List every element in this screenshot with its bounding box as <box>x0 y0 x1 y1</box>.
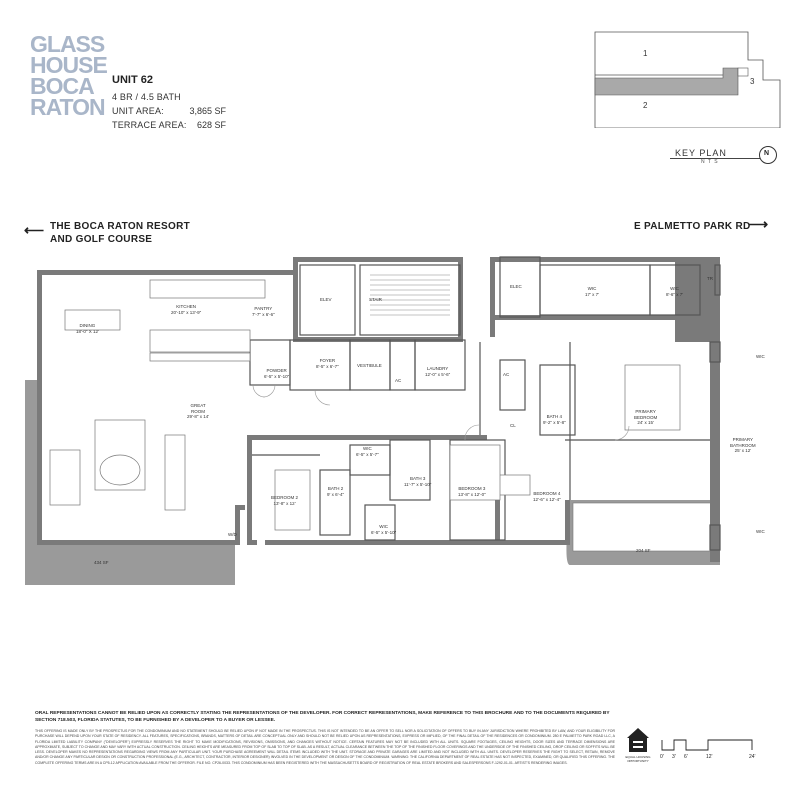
terrace-right-inner <box>572 502 712 552</box>
unit-area-label: UNIT AREA: <box>112 106 164 116</box>
key-plan-unit-2: 2 <box>643 101 648 110</box>
key-plan-rule <box>670 158 760 159</box>
beds-baths: 4 BR / 4.5 BATH <box>112 92 181 102</box>
logo-line: RATON <box>30 94 106 120</box>
direction-left-line2: AND GOLF COURSE <box>50 234 153 245</box>
interior-walls <box>249 256 721 551</box>
compass-letter: N <box>764 150 770 157</box>
scale-tick-0: 0' <box>660 754 664 760</box>
floor-plan <box>25 256 721 585</box>
terrace-left-area: 434 SF <box>94 560 109 565</box>
room-wd: W/D <box>228 532 237 537</box>
direction-left-line1: THE BOCA RATON RESORT <box>50 221 191 232</box>
room-wic-6: WIC <box>756 529 765 534</box>
logo-line: GLASS <box>30 31 105 57</box>
direction-right: E PALMETTO PARK RD <box>634 221 751 232</box>
north-arrow-icon: N <box>759 146 777 164</box>
key-plan-unit-1: 1 <box>643 49 648 58</box>
disclaimer-body: THIS OFFERING IS MADE ONLY BY THE PROSPE… <box>35 729 615 765</box>
arrow-left-icon: ⟵ <box>24 222 45 238</box>
unit-title: UNIT 62 <box>112 74 153 86</box>
equal-housing-icon <box>627 728 649 752</box>
terrace-area-value: 628 SF <box>196 120 226 130</box>
room-elev: ELEV <box>320 297 332 302</box>
terrace-right-area: 204 SF <box>636 548 651 553</box>
equal-housing-text: EQUAL HOUSING OPPORTUNITY <box>625 755 651 763</box>
glass-house-logo: GLASS HOUSE BOCA RATON <box>30 31 108 120</box>
scale-bar <box>661 739 753 751</box>
logo-line: HOUSE <box>30 52 108 78</box>
key-plan-unit-3: 3 <box>750 77 755 86</box>
unit-area-value: 3,865 SF <box>189 106 226 116</box>
room-vestibule: VESTIBULE <box>357 363 382 368</box>
key-plan-nts: N T S <box>701 159 719 165</box>
great-room-furniture <box>49 364 681 531</box>
scale-tick-3: 3' <box>672 754 676 760</box>
room-tr: TR <box>707 276 713 281</box>
scale-tick-12: 12' <box>706 754 713 760</box>
scale-tick-6: 6' <box>684 754 688 760</box>
scale-tick-24: 24' <box>749 754 756 760</box>
room-stair: STAIR <box>369 297 382 302</box>
arrow-right-icon: ⟶ <box>748 216 769 232</box>
disclaimer-bold: ORAL REPRESENTATIONS CANNOT BE RELIED UP… <box>35 711 610 723</box>
room-ac-1: AC <box>395 378 402 383</box>
terrace-area-label: TERRACE AREA: <box>112 120 187 130</box>
key-plan-label: KEY PLAN <box>675 148 727 158</box>
door-swings <box>252 384 630 441</box>
logo-line: BOCA <box>30 73 95 99</box>
room-cl: CL <box>510 423 516 428</box>
terrace-left <box>25 380 235 585</box>
kitchen-fixtures <box>64 279 266 362</box>
room-elec: ELEC <box>510 284 522 289</box>
room-wic-5: WIC <box>756 354 765 359</box>
key-plan-diagram: 1 2 3 <box>594 31 781 128</box>
stair-treads <box>370 274 450 316</box>
room-ac-2: AC <box>503 372 510 377</box>
